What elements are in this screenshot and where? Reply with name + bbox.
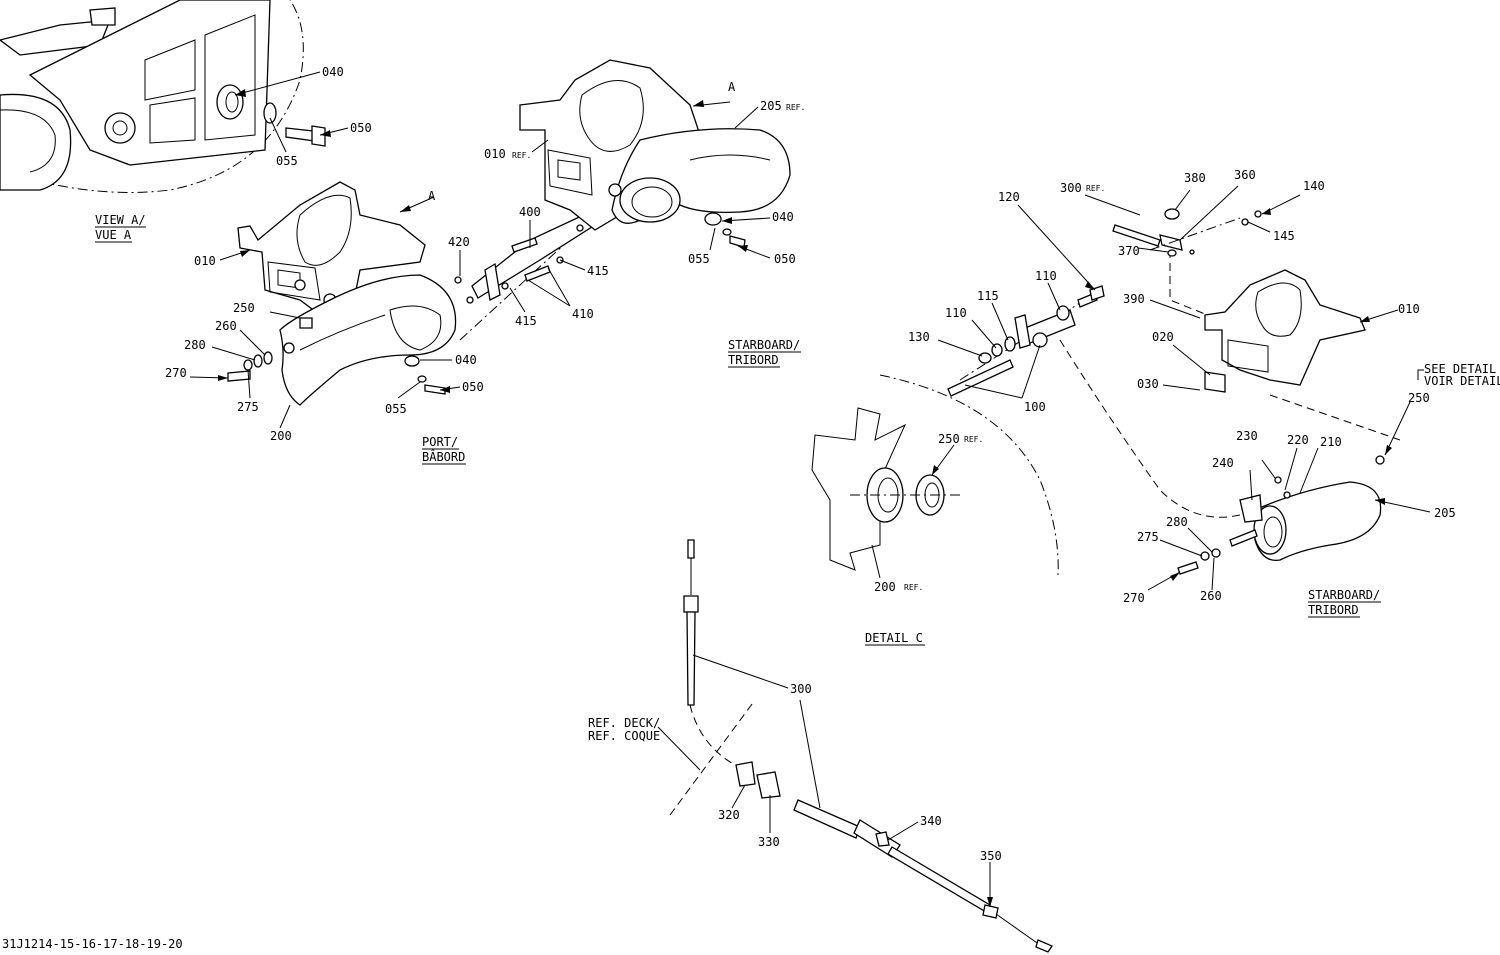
leader-lines [189, 71, 1431, 907]
callout-050: 050 [774, 252, 796, 266]
caption-starboard-2: STARBOARD/ [1308, 588, 1380, 602]
callout-330: 330 [758, 835, 780, 849]
starboard-bracket-assembly [519, 59, 791, 248]
callout-050: 050 [350, 121, 372, 135]
callout-420: 420 [448, 235, 470, 249]
callout-030: 030 [1137, 377, 1159, 391]
callout-130: 130 [908, 330, 930, 344]
view-a-detail [0, 0, 326, 193]
callout-240: 240 [1212, 456, 1234, 470]
callout-100: 100 [1024, 400, 1046, 414]
callout-415: 415 [587, 264, 609, 278]
callout-260: 260 [215, 319, 237, 333]
callout-280: 280 [1166, 515, 1188, 529]
callout-055: 055 [385, 402, 407, 416]
callout-020: 020 [1152, 330, 1174, 344]
steering-cable-300 [669, 539, 1053, 953]
callout-010-ref: 010 [484, 147, 506, 161]
callout-275: 275 [237, 400, 259, 414]
steering-shaft-100 [947, 208, 1262, 397]
callout-260: 260 [1200, 589, 1222, 603]
callout-320: 320 [718, 808, 740, 822]
callout-ref-suffix: REF. [1086, 184, 1105, 193]
callout-040: 040 [455, 353, 477, 367]
callout-410: 410 [572, 307, 594, 321]
callout-010: 010 [194, 254, 216, 268]
callout-250: 250 [233, 301, 255, 315]
callout-145: 145 [1273, 229, 1295, 243]
view-marker-a: A [728, 80, 736, 94]
callout-210: 210 [1320, 435, 1342, 449]
callout-050: 050 [462, 380, 484, 394]
callout-220: 220 [1287, 433, 1309, 447]
callout-ref-suffix: REF. [964, 435, 983, 444]
callout-120: 120 [998, 190, 1020, 204]
callout-ref-suffix: REF. [904, 583, 923, 592]
callout-250-ref: 250 [938, 432, 960, 446]
callout-300-ref: 300 [1060, 181, 1082, 195]
callout-110: 110 [945, 306, 967, 320]
caption-see-detail-c: SEE DETAIL C/ [1424, 362, 1500, 376]
caption-view-a: VIEW A/ [95, 213, 146, 227]
arrowheads [218, 89, 1392, 907]
port-bracket-assembly [227, 181, 457, 406]
callout-250: 250 [1408, 391, 1430, 405]
callout-200-ref: 200 [874, 580, 896, 594]
caption-tribord-1: TRIBORD [728, 353, 779, 367]
captions: VIEW A/ VUE A PORT/ BÂBORD STARBOARD/ TR… [2, 80, 1500, 951]
right-steering-assembly [1059, 250, 1401, 575]
callout-380: 380 [1184, 171, 1206, 185]
callout-370: 370 [1118, 244, 1140, 258]
callout-280: 280 [184, 338, 206, 352]
callout-390: 390 [1123, 292, 1145, 306]
callout-205: 205 [1434, 506, 1456, 520]
caption-voir-detail-c: VOIR DETAIL C [1424, 374, 1500, 388]
caption-vue-a: VUE A [95, 228, 132, 242]
callout-115: 115 [977, 289, 999, 303]
callout-230: 230 [1236, 429, 1258, 443]
caption-detail-c: DETAIL C [865, 631, 923, 645]
callout-040: 040 [772, 210, 794, 224]
detail-c [811, 374, 1059, 576]
callout-200: 200 [270, 429, 292, 443]
callout-300: 300 [790, 682, 812, 696]
callout-360: 360 [1234, 168, 1256, 182]
drawing-id: 31J1214-15-16-17-18-19-20 [2, 937, 183, 951]
callout-205-ref: 205 [760, 99, 782, 113]
caption-starboard-1: STARBOARD/ [728, 338, 800, 352]
callout-140: 140 [1303, 179, 1325, 193]
caption-ref-deck: REF. DECK/ [588, 716, 660, 730]
callout-270: 270 [1123, 591, 1145, 605]
callout-350: 350 [980, 849, 1002, 863]
callout-numbers: 040 050 055 010 010 REF. 205 REF. 040 05… [165, 65, 1456, 863]
view-marker-a: A [428, 189, 436, 203]
caption-port: PORT/ [422, 435, 458, 449]
callout-010: 010 [1398, 302, 1420, 316]
callout-400: 400 [519, 205, 541, 219]
callout-415: 415 [515, 314, 537, 328]
callout-040: 040 [322, 65, 344, 79]
caption-babord: BÂBORD [422, 449, 465, 464]
callout-270: 270 [165, 366, 187, 380]
callout-ref-suffix: REF. [786, 103, 805, 112]
callout-055: 055 [688, 252, 710, 266]
caption-ref-coque: REF. COQUE [588, 729, 660, 743]
caption-tribord-2: TRIBORD [1308, 603, 1359, 617]
callout-ref-suffix: REF. [512, 151, 531, 160]
callout-055: 055 [276, 154, 298, 168]
callout-110: 110 [1035, 269, 1057, 283]
callout-275: 275 [1137, 530, 1159, 544]
callout-340: 340 [920, 814, 942, 828]
